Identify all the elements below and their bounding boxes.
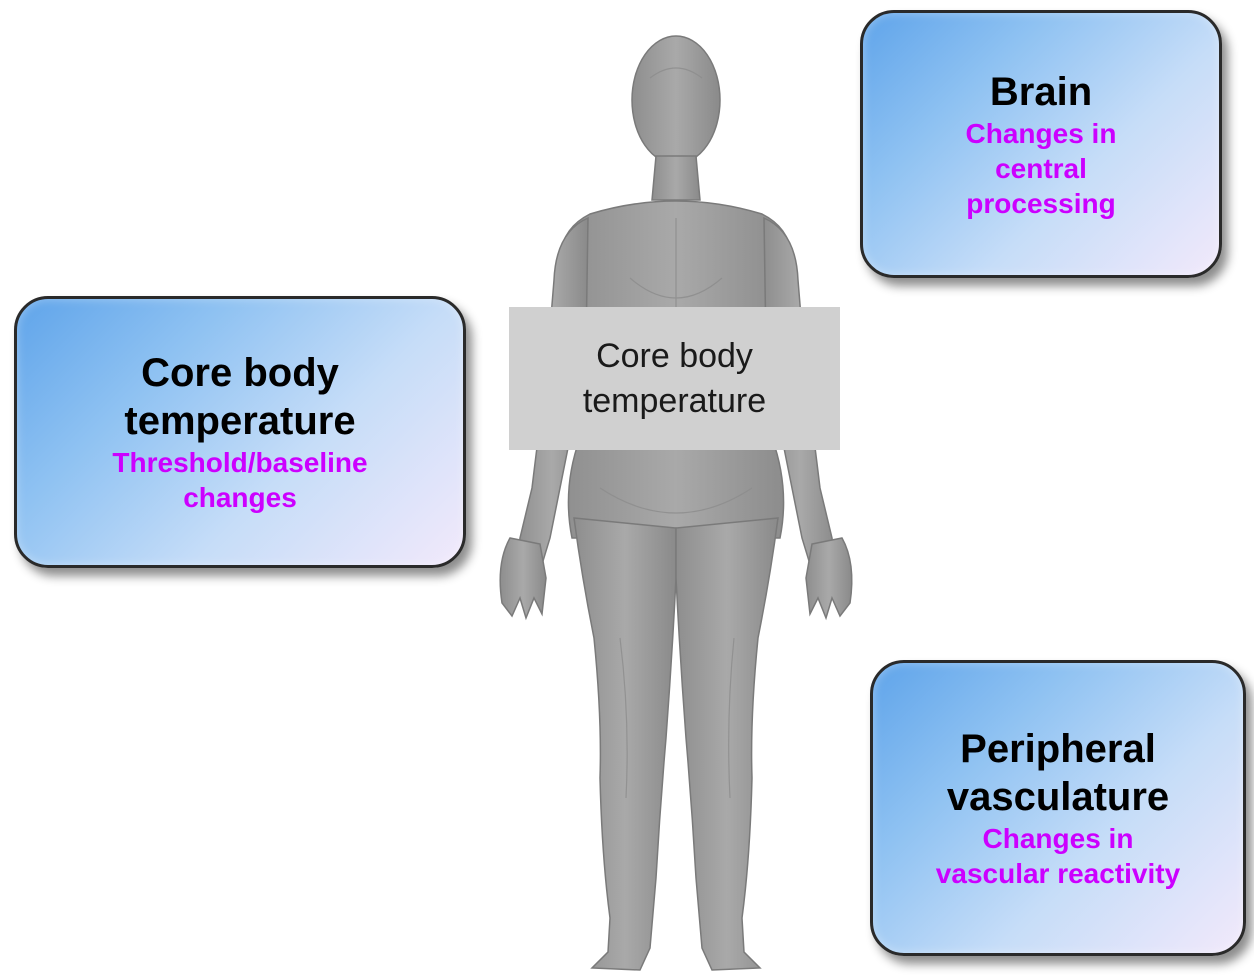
core-body-temperature-label: Core body temperature bbox=[509, 307, 840, 450]
peripheral-subtitle-line-1: Changes in bbox=[983, 821, 1134, 856]
center-label-line-2: temperature bbox=[583, 379, 766, 423]
brain-subtitle-line-1: Changes in bbox=[966, 116, 1117, 151]
brain-subtitle-line-2: central bbox=[995, 151, 1087, 186]
core-subtitle-line-2: changes bbox=[183, 480, 297, 515]
peripheral-title-line-2: vasculature bbox=[947, 773, 1169, 821]
center-label-line-1: Core body bbox=[596, 334, 753, 378]
core-title-line-2: temperature bbox=[124, 397, 355, 445]
peripheral-vasculature-box: Peripheral vasculature Changes in vascul… bbox=[870, 660, 1246, 956]
brain-title: Brain bbox=[990, 68, 1092, 116]
peripheral-subtitle-line-2: vascular reactivity bbox=[936, 856, 1180, 891]
core-body-temperature-box: Core body temperature Threshold/baseline… bbox=[14, 296, 466, 568]
human-body-figure bbox=[490, 18, 870, 980]
core-subtitle-line-1: Threshold/baseline bbox=[112, 445, 367, 480]
brain-subtitle-line-3: processing bbox=[966, 186, 1115, 221]
core-title-line-1: Core body bbox=[141, 349, 339, 397]
peripheral-title-line-1: Peripheral bbox=[960, 725, 1156, 773]
brain-box: Brain Changes in central processing bbox=[860, 10, 1222, 278]
